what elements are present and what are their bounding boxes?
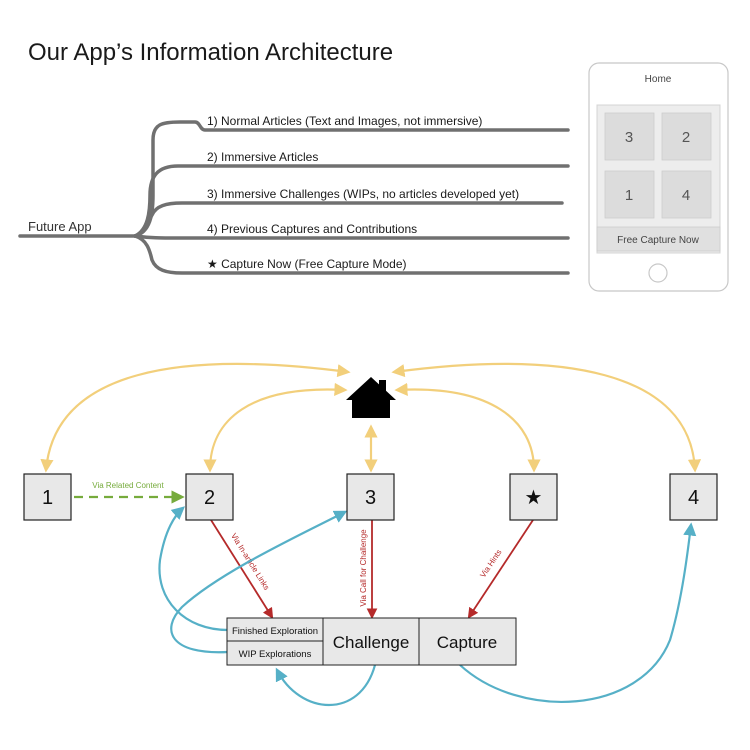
node-1[interactable] bbox=[23, 473, 72, 521]
in-article-links-arrow bbox=[210, 519, 274, 619]
wip-explorations-box[interactable] bbox=[226, 640, 324, 666]
phone-mockup: Home 3 2 1 4 Free Capture Now bbox=[588, 62, 729, 292]
home-arrow-node-star bbox=[394, 382, 541, 473]
tree-branch-1-label: 1) Normal Articles (Text and Images, not… bbox=[207, 114, 482, 128]
red-arrows bbox=[210, 519, 534, 620]
node-2-label: 2 bbox=[204, 487, 215, 509]
home-arrow-node-2 bbox=[203, 382, 348, 473]
page-title: Our App’s Information Architecture bbox=[28, 39, 393, 66]
node-3[interactable] bbox=[346, 473, 395, 521]
tree-branch-4-line bbox=[133, 234, 570, 240]
wip-explorations-label: WIP Explorations bbox=[239, 649, 312, 660]
flow-nodes: 1 2 3 ★ 4 bbox=[23, 473, 718, 521]
phone-tile[interactable] bbox=[604, 112, 655, 161]
node-2[interactable] bbox=[185, 473, 234, 521]
house-icon[interactable] bbox=[346, 377, 396, 418]
challenge-to-wip-arrow bbox=[275, 664, 377, 706]
tree-root-label: Future App bbox=[28, 219, 92, 234]
tree-branch-3-label: 3) Immersive Challenges (WIPs, no articl… bbox=[207, 187, 519, 201]
hints-label: Via Hints bbox=[478, 548, 503, 579]
finished-exploration-label: Finished Exploration bbox=[232, 626, 318, 637]
related-content-label: Via Related Content bbox=[92, 481, 164, 490]
free-capture-button-label: Free Capture Now bbox=[617, 235, 699, 246]
node-3-label: 3 bbox=[365, 487, 376, 509]
phone-tile-label: 1 bbox=[625, 187, 633, 204]
home-arrow-node-1 bbox=[40, 362, 351, 473]
phone-home-button[interactable] bbox=[648, 263, 668, 283]
hints-arrow bbox=[467, 519, 534, 619]
phone-screen-title: Home bbox=[645, 74, 672, 85]
free-capture-button[interactable] bbox=[596, 226, 721, 252]
node-4[interactable] bbox=[669, 473, 718, 521]
finished-to-node-2-arrow bbox=[158, 506, 229, 632]
feature-tree bbox=[18, 120, 570, 275]
tree-branch-1-line bbox=[133, 120, 570, 238]
phone-tile-label: 3 bbox=[625, 129, 633, 146]
home-arrow-node-4 bbox=[391, 362, 702, 473]
tree-branch-2-label: 2) Immersive Articles bbox=[207, 150, 318, 164]
destination-boxes: Finished Exploration WIP Explorations Ch… bbox=[226, 617, 517, 666]
call-for-challenge-label: Via Call for Challenge bbox=[359, 529, 368, 607]
tree-branch-5-line bbox=[133, 234, 570, 275]
node-4-label: 4 bbox=[688, 487, 699, 509]
challenge-label: Challenge bbox=[333, 633, 410, 652]
node-star[interactable] bbox=[509, 473, 558, 521]
capture-to-node-4-arrow bbox=[459, 522, 697, 703]
phone-tile-label: 2 bbox=[682, 129, 690, 146]
phone-tile-label: 4 bbox=[682, 187, 690, 204]
tree-branch-5-label: ★ Capture Now (Free Capture Mode) bbox=[207, 257, 407, 271]
phone-tile[interactable] bbox=[661, 170, 712, 219]
node-1-label: 1 bbox=[42, 487, 53, 509]
tree-branch-3-line bbox=[133, 201, 564, 238]
star-icon: ★ bbox=[525, 487, 543, 509]
home-arrows bbox=[40, 362, 702, 473]
capture-label: Capture bbox=[437, 633, 497, 652]
wip-to-node-3-arrow bbox=[170, 510, 348, 654]
blue-arrows bbox=[158, 506, 697, 706]
phone-tile[interactable] bbox=[661, 112, 712, 161]
tree-branch-4-label: 4) Previous Captures and Contributions bbox=[207, 222, 417, 236]
phone-tile[interactable] bbox=[604, 170, 655, 219]
capture-box[interactable] bbox=[418, 617, 517, 666]
challenge-box[interactable] bbox=[322, 617, 420, 666]
